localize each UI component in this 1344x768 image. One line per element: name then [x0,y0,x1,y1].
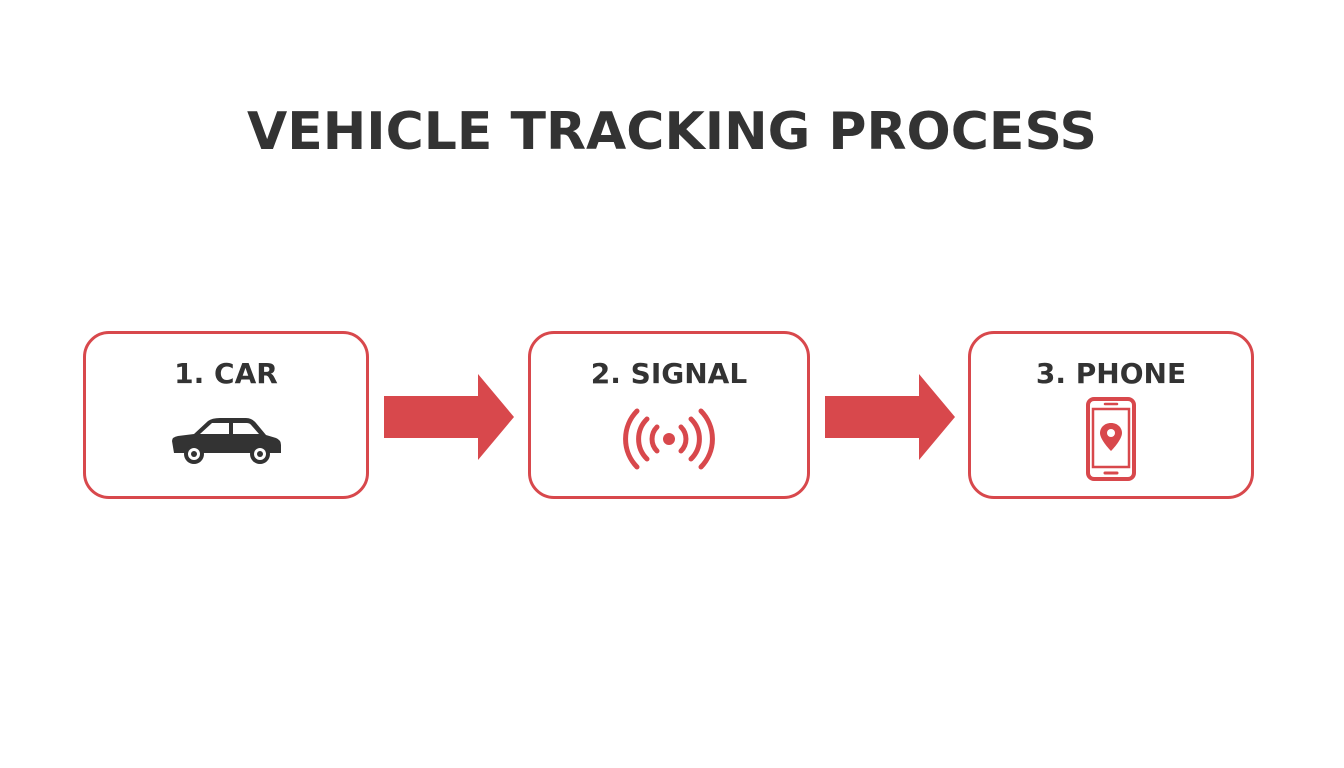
car-icon [86,402,366,476]
step-box-signal: 2. SIGNAL [528,331,810,499]
signal-icon [531,402,807,476]
arrow-right-icon [825,374,955,460]
step-label: 1. CAR [174,357,278,390]
phone-location-icon [971,397,1251,481]
step-label: 3. PHONE [1035,357,1187,390]
diagram-title: VEHICLE TRACKING PROCESS [246,102,1098,162]
step-box-phone: 3. PHONE [968,331,1254,499]
step-box-car: 1. CAR [83,331,369,499]
step-label: 2. SIGNAL [590,357,748,390]
arrow-right-icon [384,374,514,460]
